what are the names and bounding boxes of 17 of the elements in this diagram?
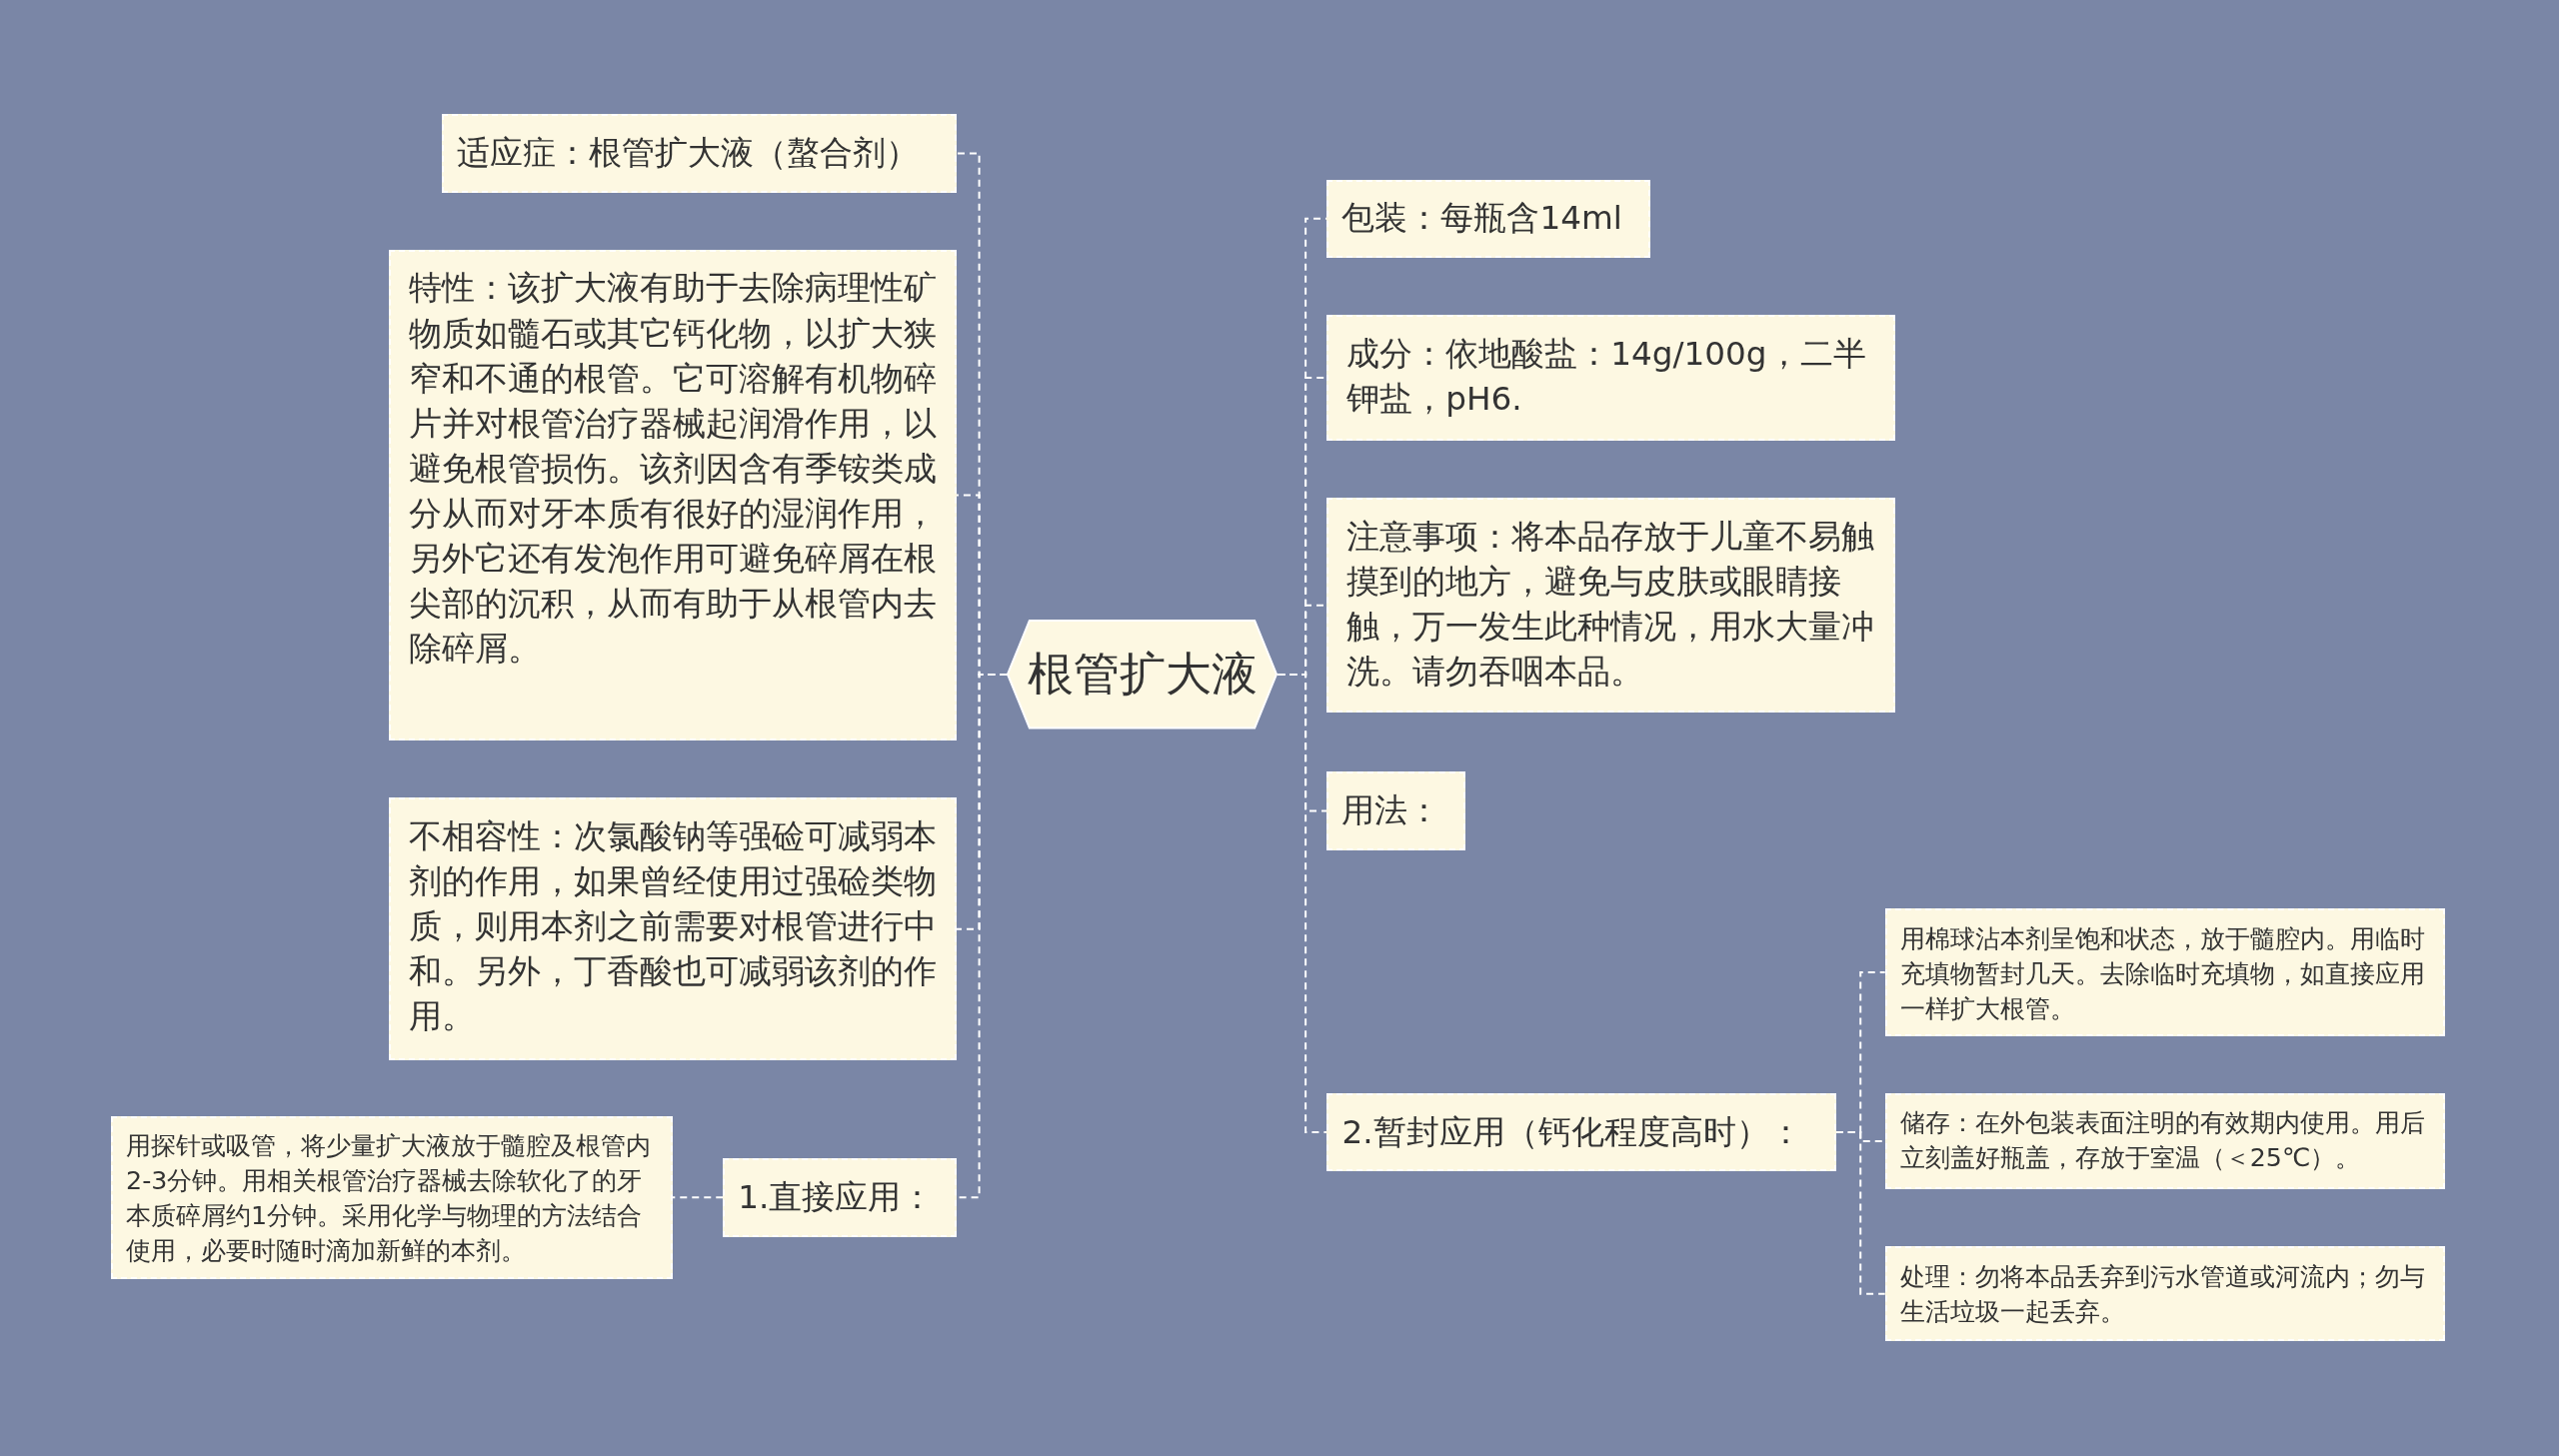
connector-line xyxy=(1834,1131,1886,1295)
text-card: 处理：勿将本品丢弃到污水管道或河流内；勿与生活垃圾一起丢弃。 xyxy=(1884,1246,2445,1342)
text-card: 包装：每瓶含14ml xyxy=(1326,179,1650,258)
text-card: 用法： xyxy=(1326,771,1466,850)
text-card: 用棉球沾本剂呈饱和状态，放于髓腔内。用临时充填物暂封几天。去除临时充填物，如直接应用一样扩大根管。 xyxy=(1884,908,2445,1036)
topic-hexagon xyxy=(1007,620,1279,729)
text-card: 储存：在外包装表面注明的有效期内使用。用后立刻盖好瓶盖，存放于室温（＜25℃）。 xyxy=(1884,1092,2445,1190)
text-card: 不相容性：次氯酸钠等强硷可减弱本剂的作用，如果曾经使用过强硷类物质，则用本剂之前需要对根管进行中和。另外，丁香酸也可减弱该剂的作用。 xyxy=(388,797,957,1061)
topic-title: 根管扩大液 xyxy=(1027,647,1258,704)
text-card: 适应症：根管扩大液（螯合剂） xyxy=(442,114,957,193)
text-card: 2.暂封应用（钙化程度高时）： xyxy=(1326,1092,1836,1172)
text-card: 成分：依地酸盐：14g/100g，二半钾盐，pH6. xyxy=(1326,315,1895,441)
connector-line xyxy=(671,1196,725,1199)
text-card: 特性：该扩大液有助于去除病理性矿物质如髓石或其它钙化物，以扩大狭窄和不通的根管。它可溶解有机物碎片并对根管治疗器械起润滑作用，以避免根管损伤。该剂因含有季铵类成分从而对牙本质有很好的湿润作用，另外它还有发泡作用可避免碎屑在根尖部的沉积，从而有助于从根管内去除碎屑。 xyxy=(388,249,957,741)
text-card: 注意事项：将本品存放于儿童不易触摸到的地方，避免与皮肤或眼睛接触，万一发生此种情况，用水大量冲洗。请勿吞咽本品。 xyxy=(1326,497,1895,714)
text-card: 1.直接应用： xyxy=(723,1158,957,1237)
text-card: 用探针或吸管，将少量扩大液放于髓腔及根管内2-3分钟。用相关根管治疗器械去除软化了的牙本质碎屑约1分钟。采用化学与物理的方法结合使用，必要时随时滴加新鲜的本剂。 xyxy=(111,1115,673,1279)
